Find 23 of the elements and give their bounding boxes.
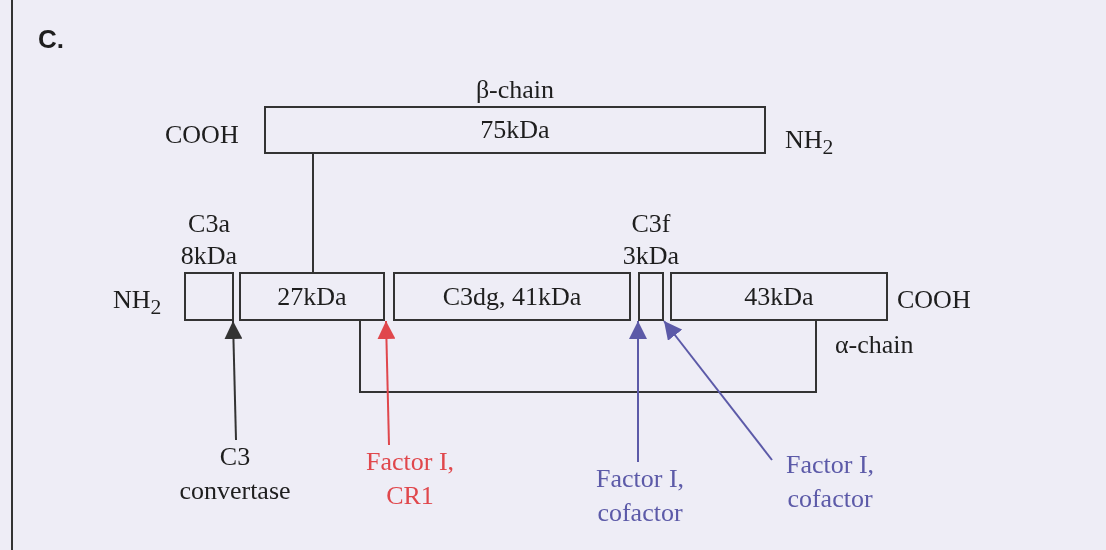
terminus-label: COOH — [897, 285, 971, 315]
domain-box: C3dg, 41kDa — [393, 272, 631, 321]
arrow — [377, 320, 396, 446]
terminus-label: COOH — [165, 120, 239, 150]
panel-letter: C. — [38, 24, 64, 54]
domain-box: 27kDa — [239, 272, 385, 321]
fragment-label: C3f 3kDa — [621, 208, 681, 272]
arrow — [224, 320, 243, 441]
arrow — [663, 320, 773, 461]
connector-line — [312, 153, 314, 273]
terminus-label: NH$_{2}$ — [785, 125, 834, 162]
enzyme-label: C3 convertase — [172, 440, 298, 508]
arrow — [629, 320, 647, 463]
enzyme-label: Factor I, cofactor — [767, 448, 893, 516]
connector-line — [359, 320, 817, 393]
chain-label: α-chain — [835, 330, 914, 360]
fragment-label: β-chain — [475, 74, 555, 106]
domain-box: 43kDa — [670, 272, 888, 321]
enzyme-label: Factor I, cofactor — [577, 462, 703, 530]
fragment-label: C3a 8kDa — [179, 208, 239, 272]
domain-box: 75kDa — [264, 106, 766, 154]
terminus-label: NH$_{2}$ — [113, 285, 162, 322]
enzyme-label: Factor I, CR1 — [347, 445, 473, 513]
